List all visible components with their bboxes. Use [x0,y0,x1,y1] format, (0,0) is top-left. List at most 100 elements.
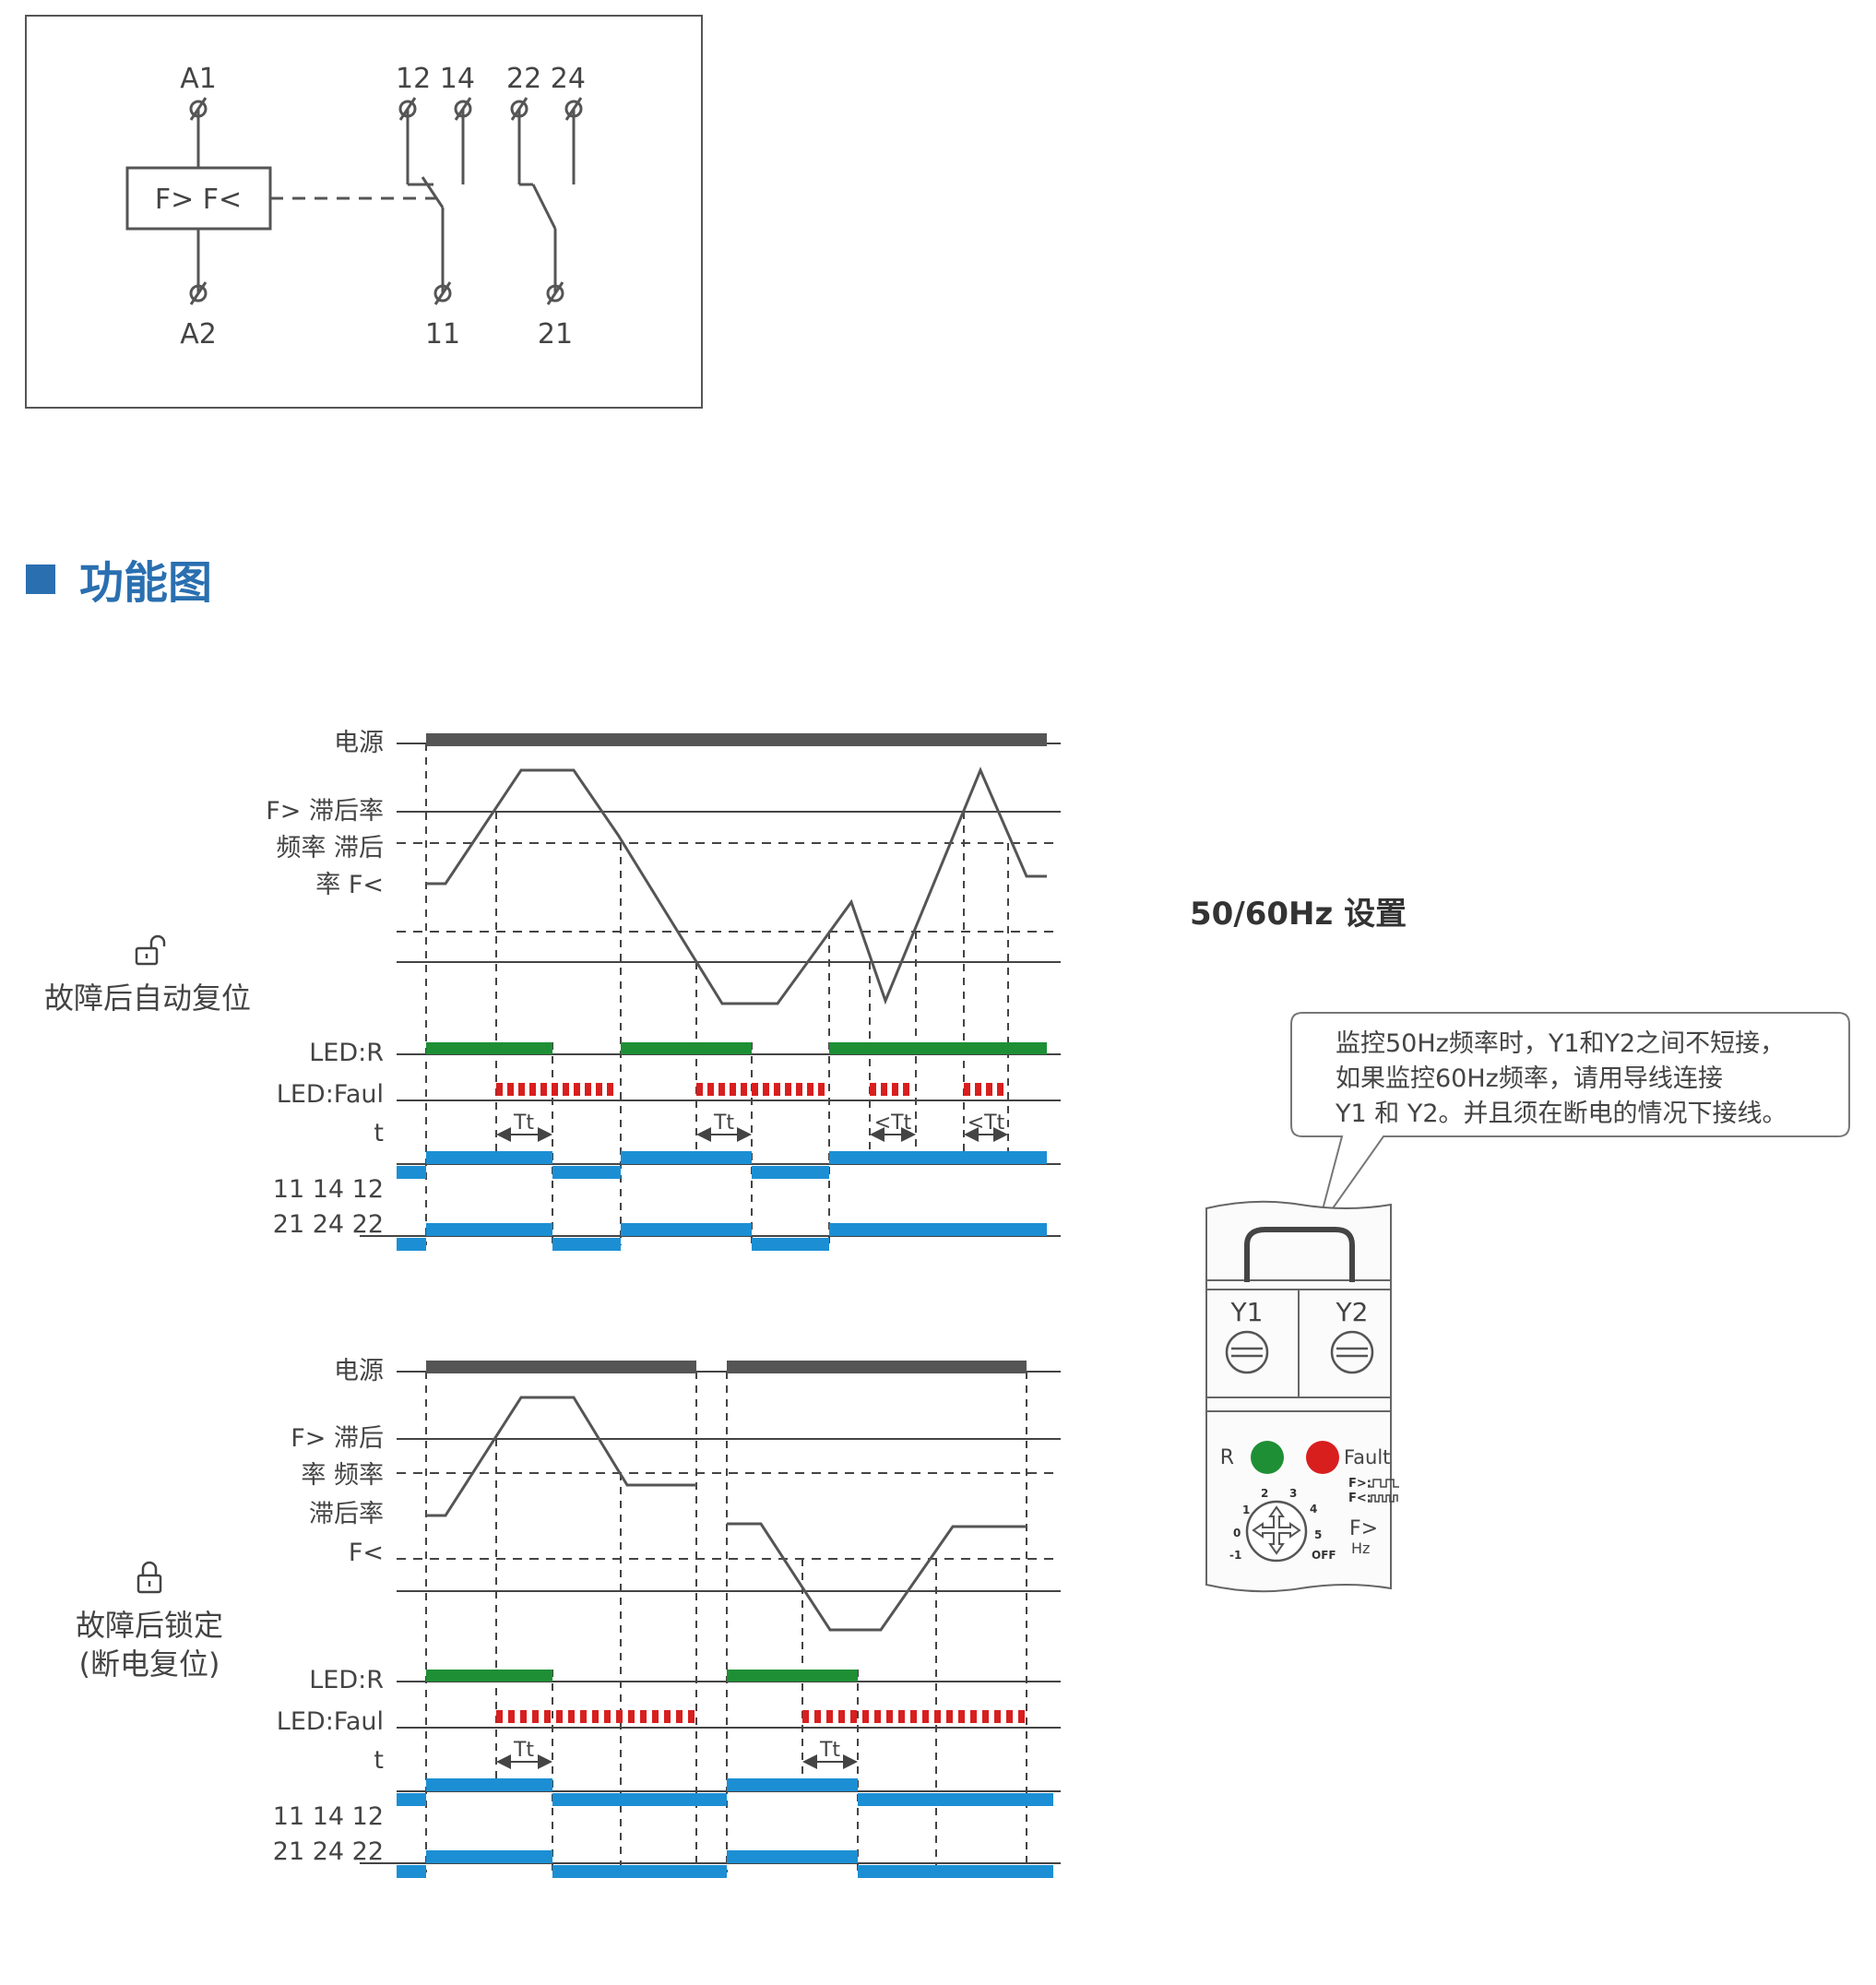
screw-y2-icon [1330,1330,1374,1374]
fault-blink-mark [676,1710,683,1723]
dial-number: 2 [1261,1487,1268,1500]
fault-blink-mark [696,1083,703,1096]
fault-blink-mark [958,1710,965,1723]
terminal-y2: Y2 [1336,1297,1369,1327]
power-bar [426,1361,1027,1373]
fault-blink-mark [508,1710,515,1723]
fault-blink-mark [903,1083,909,1096]
fault-blink-mark [532,1710,539,1723]
dial-pointer-icon [1252,1505,1301,1555]
relay-trace-2 [360,1223,1061,1251]
fault-blink-mark [982,1710,989,1723]
tt-label: <Tt [874,1111,912,1135]
dial-number: 5 [1314,1528,1322,1541]
label-contacts-2: 21 24 22 [273,1210,384,1239]
fault-blink-mark [518,1083,525,1096]
fault-blink-mark [892,1083,898,1096]
section-header: 功能图 [26,557,212,609]
callout-line-2: 如果监控60Hz频率，请用导线连接 [1336,1064,1723,1093]
timing-diagram-latch: Tt Tt 电源 F> 滞后 率 频率 [76,1357,1061,1878]
fault-blink-mark [910,1710,917,1723]
fault-blink-mark [596,1083,602,1096]
label-contacts-2: 21 24 22 [273,1837,384,1866]
fault-blink-mark [688,1710,695,1723]
tt-label: Tt [819,1739,840,1762]
dial-number: 0 [1233,1527,1241,1539]
fault-blink-mark [818,1083,825,1096]
fault-blink-mark [986,1083,992,1096]
frequency-trace-after-reset [727,1522,1027,1632]
fault-blink-mark [552,1083,558,1096]
led-fault-label: Fault [1344,1446,1390,1468]
fault-blink-mark [604,1710,611,1723]
fault-blink-mark [763,1083,769,1096]
fault-blink-mark [814,1710,821,1723]
led-r-trace [426,1670,858,1682]
led-fault-indicator [1306,1441,1339,1474]
fault-blink-mark [563,1083,569,1096]
dial-number: -1 [1229,1549,1241,1562]
fault-blink-mark [807,1083,813,1096]
fault-blink-mark [886,1710,893,1723]
label-hysteresis: 率 频率 [301,1461,384,1490]
frequency-dial[interactable] [1245,1500,1308,1563]
power-bar [426,733,1047,746]
fault-blink-mark [592,1710,599,1723]
f-low-waveform-icon [1368,1494,1398,1503]
fault-blink-mark [975,1083,981,1096]
led-r-label: R [1220,1446,1234,1469]
tt-label: Tt [513,1739,534,1762]
fault-blink-mark [496,1710,503,1723]
callout-line-1: 监控50Hz频率时，Y1和Y2之间不短接， [1336,1029,1785,1058]
label-power: 电源 [334,729,384,757]
fault-blink-mark [970,1710,977,1723]
fault-blink-mark [881,1083,887,1096]
device-front: Y1 Y2 R Fault 1 2 3 [1205,1200,1399,1593]
fault-blink-mark [580,1710,587,1723]
dial-number: 4 [1310,1503,1317,1515]
f-low-mark: F<: [1348,1492,1371,1505]
terminal-11: 11 [425,318,460,351]
fault-blink-mark [556,1710,563,1723]
fault-blink-mark [540,1083,547,1096]
lock-icon [137,1561,162,1594]
fault-blink-mark [752,1083,758,1096]
relay-trace-1 [397,1151,1061,1179]
relay-trace-2 [360,1850,1061,1878]
tt-label: <Tt [968,1111,1005,1135]
callout-line-3: Y1 和 Y2。并且须在断电的情况下接线。 [1335,1099,1787,1128]
fault-blink-mark [520,1710,527,1723]
fault-blink-mark [994,1710,1001,1723]
label-contacts-1: 11 14 12 [273,1175,384,1204]
label-led-r: LED:R [309,1039,384,1067]
led-r-indicator [1251,1441,1284,1474]
fault-blink-mark [664,1710,671,1723]
label-hysteresis: 频率 滞后 [276,834,384,862]
led-fault-trace [496,1710,1025,1723]
terminal-a2: A2 [180,318,217,351]
label-hysteresis-rate: 滞后率 [309,1500,384,1528]
terminal-21: 21 [538,318,573,351]
dial-f-label: F> [1349,1517,1378,1540]
settings-title: 50/60Hz 设置 [1190,896,1407,933]
led-fault-trace [496,1083,1003,1096]
fault-blink-mark [838,1710,845,1723]
fault-blink-mark [1006,1710,1013,1723]
jumper-wire [1244,1227,1355,1282]
fault-blink-mark [707,1083,714,1096]
title-marker-icon [26,565,55,594]
fault-blink-mark [785,1083,791,1096]
fault-blink-mark [544,1710,551,1723]
terminal-a1: A1 [180,63,217,95]
fault-blink-mark [585,1083,591,1096]
label-led-r: LED:R [309,1666,384,1694]
f-high-waveform-icon [1368,1479,1399,1488]
frequency-trace [426,1396,696,1517]
terminal-symbols [189,97,583,305]
dial-number: 1 [1242,1504,1250,1516]
unlock-icon [135,934,166,966]
mode-label-latch: 故障后锁定 [76,1608,223,1643]
fault-blink-mark [616,1710,623,1723]
callout-bubble [1290,1012,1850,1231]
fault-blink-mark [652,1710,659,1723]
